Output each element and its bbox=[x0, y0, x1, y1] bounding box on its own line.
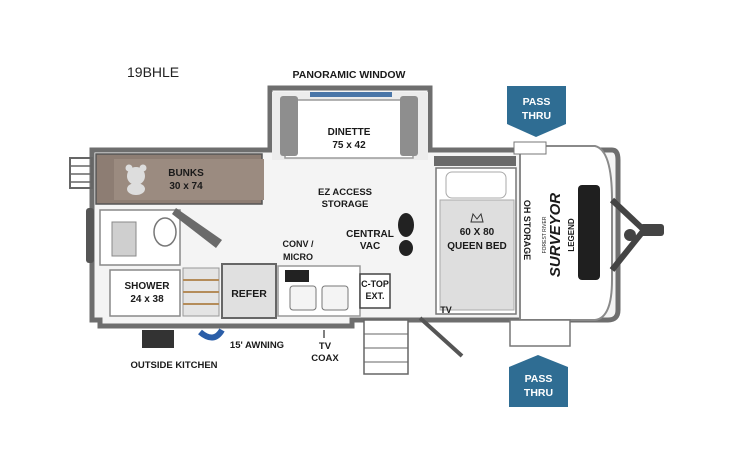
front-cap-branding: SURVEYOR LEGEND FOREST RIVER bbox=[542, 185, 600, 280]
kitchen-counter: CONV / MICRO bbox=[277, 239, 361, 317]
svg-text:THRU: THRU bbox=[524, 387, 553, 399]
model-number: 19BHLE bbox=[127, 64, 179, 80]
svg-text:SHOWER: SHOWER bbox=[125, 281, 171, 292]
svg-text:LEGEND: LEGEND bbox=[567, 218, 576, 252]
oh-storage-label: OH STORAGE bbox=[522, 200, 532, 260]
tv-label: TV bbox=[440, 305, 452, 315]
svg-text:60 X 80: 60 X 80 bbox=[460, 227, 495, 238]
pantry bbox=[182, 267, 220, 317]
svg-text:OUTSIDE KITCHEN: OUTSIDE KITCHEN bbox=[130, 360, 217, 371]
pass-thru-badge-top: PASS THRU bbox=[507, 86, 566, 137]
counter-top-extension: C-TOP EXT. bbox=[359, 273, 391, 309]
shower: SHOWER 24 x 38 bbox=[109, 269, 181, 317]
tv-coax: TV COAX bbox=[311, 330, 339, 364]
svg-text:24 x 38: 24 x 38 bbox=[130, 294, 164, 305]
pass-thru-box-top bbox=[513, 141, 547, 155]
svg-text:PASS: PASS bbox=[525, 373, 553, 385]
svg-text:EXT.: EXT. bbox=[365, 291, 384, 301]
svg-text:QUEEN BED: QUEEN BED bbox=[447, 241, 506, 252]
bathroom bbox=[99, 208, 222, 266]
crown-icon bbox=[470, 212, 484, 223]
dinette: DINETTE 75 x 42 bbox=[272, 92, 428, 160]
footprint-icon bbox=[398, 213, 414, 256]
svg-text:TV: TV bbox=[319, 341, 332, 352]
bunks: BUNKS 30 x 74 bbox=[95, 153, 264, 205]
bedroom: 60 X 80 QUEEN BED OH STORAGE bbox=[434, 156, 532, 315]
ez-access-storage-label: EZ ACCESS bbox=[318, 187, 372, 198]
pass-thru-badge-bottom: PASS THRU bbox=[509, 355, 568, 407]
svg-text:BUNKS: BUNKS bbox=[168, 168, 204, 179]
refrigerator: REFER bbox=[221, 263, 277, 319]
svg-text:REFER: REFER bbox=[231, 288, 267, 300]
pass-thru-box-bottom bbox=[509, 319, 571, 347]
svg-text:MICRO: MICRO bbox=[283, 252, 313, 262]
tongue-hitch bbox=[609, 197, 664, 272]
svg-text:COAX: COAX bbox=[311, 353, 339, 364]
svg-text:75 x 42: 75 x 42 bbox=[332, 140, 366, 151]
svg-text:SURVEYOR: SURVEYOR bbox=[547, 193, 564, 277]
svg-text:DINETTE: DINETTE bbox=[328, 127, 371, 138]
rear-ladder bbox=[69, 157, 94, 263]
panoramic-window-label: PANORAMIC WINDOW bbox=[293, 69, 406, 81]
teddy-bear-icon bbox=[125, 164, 147, 195]
svg-text:THRU: THRU bbox=[522, 110, 551, 122]
svg-text:30 x 74: 30 x 74 bbox=[169, 181, 203, 192]
svg-text:C-TOP: C-TOP bbox=[361, 279, 389, 289]
awning-label: 15' AWNING bbox=[230, 340, 284, 351]
central-vac-label-2: VAC bbox=[360, 241, 380, 252]
ez-access-storage-label-2: STORAGE bbox=[322, 199, 369, 210]
svg-text:CONV /: CONV / bbox=[282, 239, 314, 249]
svg-text:FOREST RIVER: FOREST RIVER bbox=[542, 216, 548, 253]
entry-steps bbox=[363, 316, 464, 375]
svg-text:PASS: PASS bbox=[523, 96, 551, 108]
central-vac-label: CENTRAL bbox=[346, 229, 394, 240]
outside-kitchen: OUTSIDE KITCHEN bbox=[130, 328, 225, 371]
